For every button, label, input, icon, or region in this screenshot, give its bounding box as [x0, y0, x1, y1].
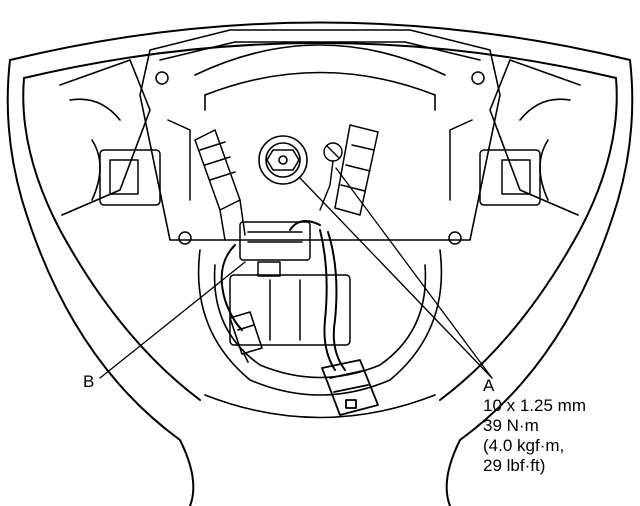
left-bracket [99, 71, 192, 245]
ground-screw [319, 142, 343, 211]
right-harness-connector [334, 124, 379, 216]
lower-right-plug [321, 359, 379, 416]
leader-a-to-bolt [299, 177, 493, 379]
callout-a-torque-nm: 39 N·m [483, 416, 539, 435]
hub-frame [139, 29, 501, 241]
leader-lines [99, 167, 493, 379]
callout-b-letter: B [83, 372, 95, 391]
callout-a-letter: A [483, 376, 495, 395]
callout-b-label: B [83, 372, 94, 392]
harness-wires [220, 220, 346, 371]
callout-a-bolt-size: 10 x 1.25 mm [483, 396, 586, 415]
callout-a-label: A 10 x 1.25 mm 39 N·m (4.0 kgf·m, 29 lbf… [483, 376, 586, 476]
right-bracket [448, 71, 541, 245]
steering-wheel-rim [6, 21, 634, 506]
callout-a-torque-lbfft: 29 lbf·ft) [483, 456, 546, 475]
left-harness-connector [194, 129, 246, 241]
lower-left-connector [229, 311, 263, 363]
bottom-spoke [197, 249, 443, 419]
leader-b [99, 261, 246, 379]
center-bolt [258, 135, 308, 185]
leader-a-to-screw [335, 167, 493, 379]
callout-a-torque-kgfm: (4.0 kgf·m, [483, 436, 565, 455]
